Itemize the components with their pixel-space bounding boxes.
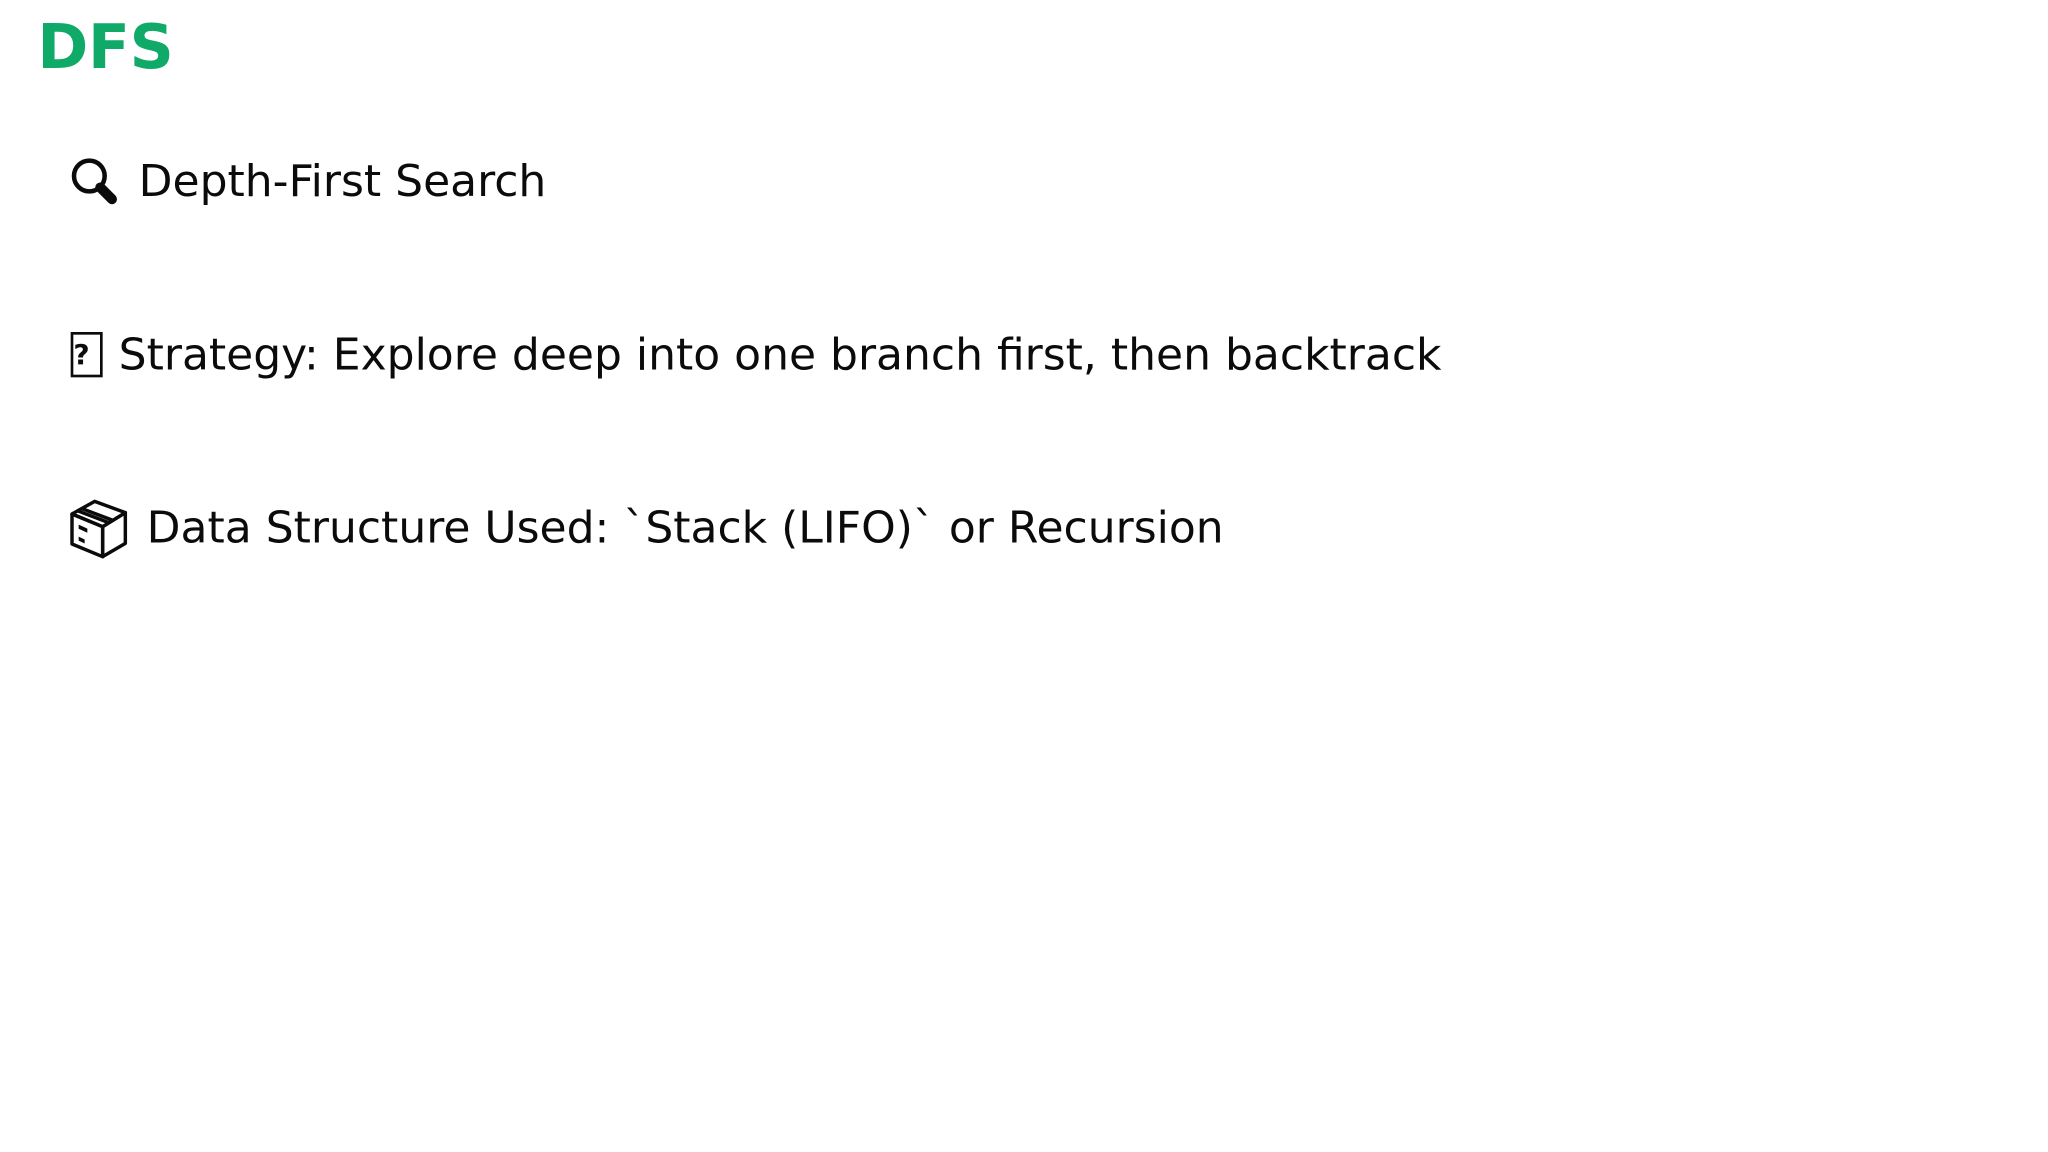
slide-body: Depth-First Search ? Strategy: Explore d… xyxy=(64,149,1984,560)
list-item: Depth-First Search xyxy=(64,149,1984,213)
list-item-label: Data Structure Used: `Stack (LIFO)` or R… xyxy=(146,501,1224,554)
page-title: DFS xyxy=(37,10,174,83)
missing-glyph-box-icon: ? xyxy=(70,332,103,378)
package-box-icon xyxy=(64,493,133,562)
list-item-label: Depth-First Search xyxy=(138,154,547,207)
magnifying-glass-icon xyxy=(64,152,123,211)
list-item-label: Strategy: Explore deep into one branch f… xyxy=(118,328,1442,380)
list-item: Data Structure Used: `Stack (LIFO)` or R… xyxy=(64,496,1984,560)
list-item: ? Strategy: Explore deep into one branch… xyxy=(64,323,1984,387)
